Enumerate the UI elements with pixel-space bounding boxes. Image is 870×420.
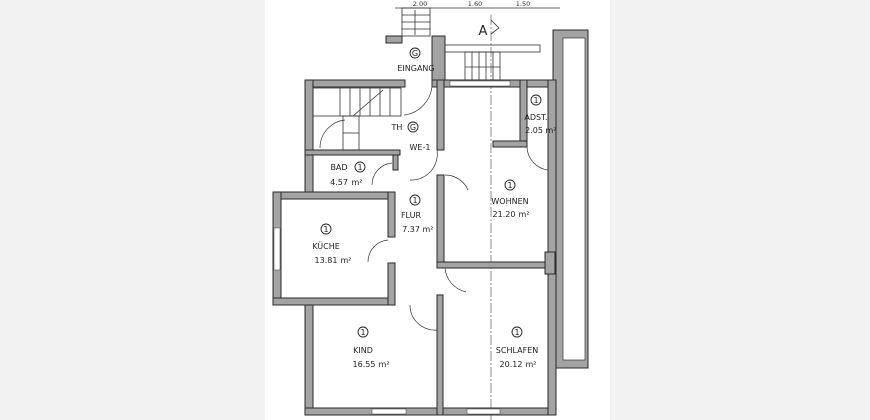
room-eingang: G EINGANG — [397, 47, 435, 73]
area-unit: m² — [423, 225, 434, 234]
area-unit: m² — [352, 178, 363, 187]
room-level: 1 — [507, 181, 512, 190]
room-level: 1 — [533, 96, 538, 105]
room-name: BAD — [330, 163, 347, 172]
dimension-1: 2.00 — [413, 0, 427, 8]
door-swings — [319, 85, 549, 331]
room-area: 2.05 — [525, 126, 543, 135]
area-unit: m² — [379, 360, 390, 369]
room-area: 20.12 — [500, 360, 523, 369]
room-name: EINGANG — [397, 64, 434, 73]
room-area: 16.55 — [353, 360, 376, 369]
room-area: 7.37 — [402, 225, 420, 234]
area-unit: m² — [546, 126, 557, 135]
room-bad: BAD 1 4.57 m² — [330, 161, 366, 187]
dimension-2: 1.60 — [468, 0, 482, 8]
room-level: 1 — [360, 328, 365, 337]
section-marker: A — [479, 24, 488, 39]
room-level: G — [410, 123, 416, 132]
room-level: 1 — [323, 225, 328, 234]
room-name: TH — [391, 123, 403, 132]
area-unit: m² — [526, 360, 537, 369]
section-arrow-icon — [490, 19, 500, 35]
entrance-stairs — [401, 7, 431, 37]
room-name: KÜCHE — [312, 241, 340, 251]
room-area: 21.20 — [493, 210, 516, 219]
area-unit: m² — [341, 256, 352, 265]
room-name: SCHLAFEN — [496, 346, 538, 355]
room-wohnen: 1 WOHNEN 21.20 m² — [491, 179, 530, 219]
balcony — [552, 29, 589, 369]
dimension-3: 1.50 — [516, 0, 530, 8]
area-unit: m² — [519, 210, 530, 219]
room-area: 13.81 — [315, 256, 338, 265]
stairwell-stairs — [312, 87, 402, 151]
room-level: G — [412, 49, 418, 58]
room-kind: 1 KIND 16.55 m² — [353, 326, 390, 369]
walls — [272, 35, 557, 416]
room-name: ADST. — [524, 113, 547, 122]
room-name: WOHNEN — [491, 197, 528, 206]
room-flur: 1 FLUR 7.37 m² — [401, 194, 434, 234]
room-treppenhaus: TH G WE-1 — [391, 121, 431, 152]
room-schlafen: 1 SCHLAFEN 20.12 m² — [496, 326, 538, 369]
room-level: 1 — [412, 196, 417, 205]
room-level: 1 — [357, 163, 362, 172]
room-area: 4.57 — [330, 178, 348, 187]
room-abstellraum: 1 ADST. 2.05 m² — [524, 94, 557, 135]
room-level: 1 — [514, 328, 519, 337]
unit-label: WE-1 — [410, 143, 431, 152]
room-name: FLUR — [401, 211, 422, 220]
room-name: KIND — [353, 346, 373, 355]
room-kueche: 1 KÜCHE 13.81 m² — [312, 223, 352, 265]
